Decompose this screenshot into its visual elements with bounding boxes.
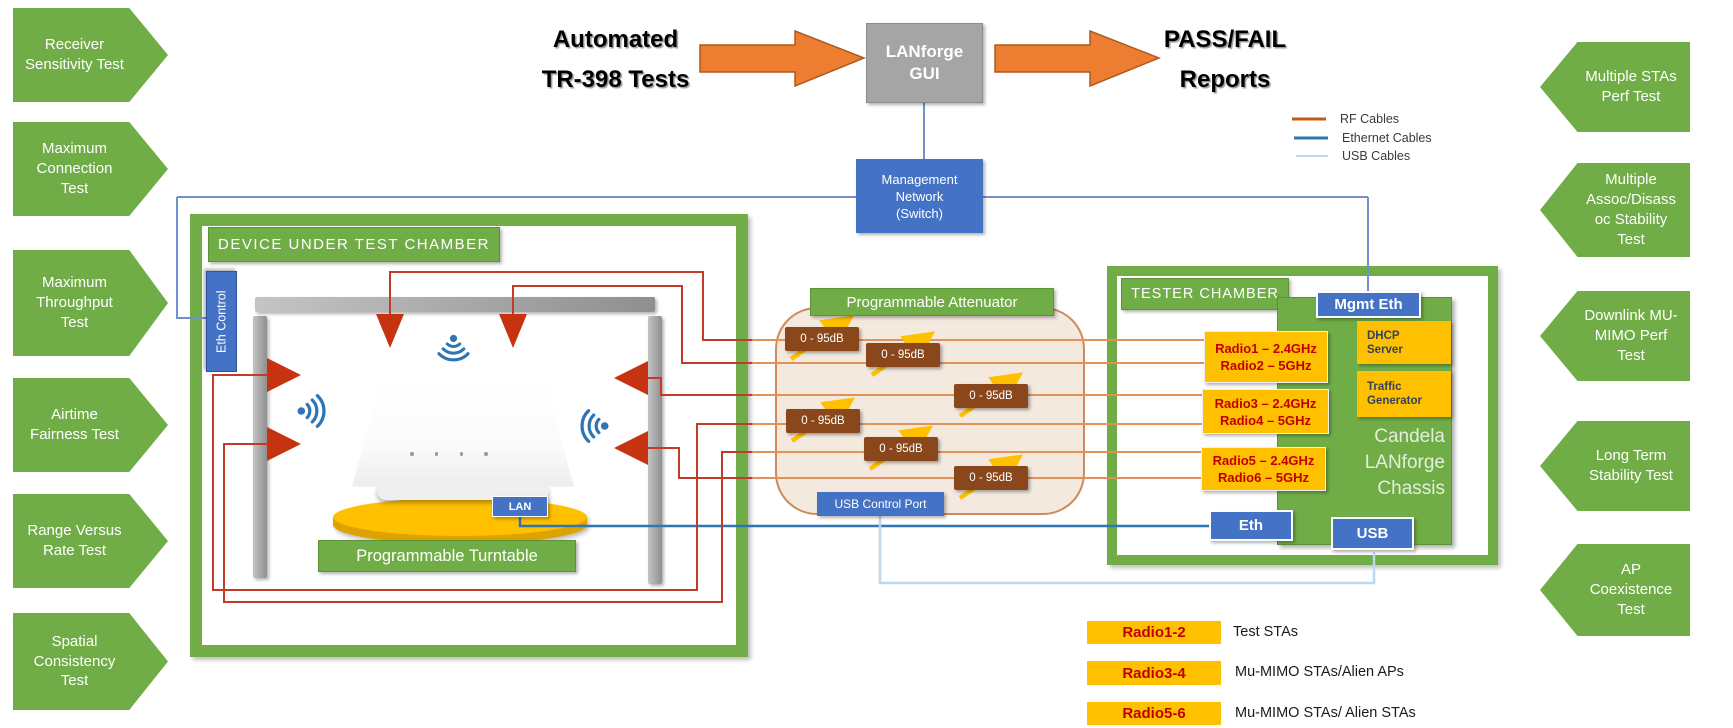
radio-1-2-box: Radio1 – 2.4GHz Radio2 – 5GHz bbox=[1204, 331, 1328, 383]
wifi-signal-icon-right bbox=[574, 402, 612, 445]
test-arrow-airtime-fairness: Airtime Fairness Test bbox=[13, 378, 168, 472]
test-arrow-multiple-stas-perf: Multiple STAs Perf Test bbox=[1540, 42, 1690, 132]
ap-status-leds bbox=[410, 452, 488, 456]
lan-port-label: LAN bbox=[492, 496, 548, 517]
test-arrow-assoc-disassoc-stability: Multiple Assoc/Disassoc Stability Test bbox=[1540, 163, 1690, 257]
test-arrow-long-term-stability: Long Term Stability Test bbox=[1540, 421, 1690, 511]
lanforge-gui-box: LANforge GUI bbox=[866, 23, 983, 103]
attenuator-0-95db-1: 0 - 95dB bbox=[785, 327, 859, 351]
attenuator-0-95db-4: 0 - 95dB bbox=[786, 409, 860, 433]
programmable-turntable-label: Programmable Turntable bbox=[318, 540, 576, 572]
radio-legend-5-6-box: Radio5-6 bbox=[1087, 702, 1221, 725]
dut-chamber-label: DEVICE UNDER TEST CHAMBER bbox=[208, 227, 500, 262]
test-arrow-range-versus-rate: Range Versus Rate Test bbox=[13, 494, 168, 588]
turntable-disc bbox=[333, 498, 587, 544]
automated-tests-title: Automated TR-398 Tests bbox=[541, 26, 690, 93]
legend-lines bbox=[1292, 117, 1328, 157]
traffic-generator-box: Traffic Generator bbox=[1357, 371, 1451, 417]
legend-rf-cables: RF Cables bbox=[1340, 112, 1400, 126]
test-arrow-maximum-throughput: Maximum Throughput Test bbox=[13, 250, 168, 356]
test-arrow-receiver-sensitivity: Receiver Sensitivity Test bbox=[13, 8, 168, 102]
eth-control-label: Eth Control bbox=[206, 271, 237, 372]
legend-ethernet-cables: Ethernet Cables bbox=[1342, 131, 1432, 145]
radio-legend-3-4-box: Radio3-4 bbox=[1087, 661, 1221, 685]
radio-legend-1-2-box: Radio1-2 bbox=[1087, 621, 1221, 644]
usb-port-box: USB bbox=[1331, 517, 1414, 550]
dhcp-server-box: DHCP Server bbox=[1357, 321, 1451, 364]
radio-legend-5-6-label: Mu-MIMO STAs/ Alien STAs bbox=[1235, 705, 1416, 721]
mgmt-eth-port: Mgmt Eth bbox=[1316, 291, 1421, 318]
radio-legend-3-4-label: Mu-MIMO STAs/Alien APs bbox=[1235, 664, 1404, 680]
ap-device bbox=[352, 379, 574, 487]
pass-fail-reports-title: PASS/FAIL Reports bbox=[1163, 26, 1287, 93]
tester-chamber-label: TESTER CHAMBER bbox=[1121, 278, 1289, 310]
gantry-bar bbox=[255, 297, 655, 312]
test-arrow-ap-coexistence: AP Coexistence Test bbox=[1540, 544, 1690, 636]
usb-control-port-label: USB Control Port bbox=[817, 492, 944, 516]
candela-chassis-title: Candela LANforge Chassis bbox=[1364, 426, 1445, 499]
attenuator-0-95db-5: 0 - 95dB bbox=[864, 437, 938, 461]
right-antenna-post bbox=[648, 316, 662, 584]
radio-5-6-box: Radio5 – 2.4GHz Radio6 – 5GHz bbox=[1201, 447, 1326, 491]
attenuator-0-95db-3: 0 - 95dB bbox=[954, 384, 1028, 408]
programmable-attenuator-label: Programmable Attenuator bbox=[810, 288, 1054, 316]
legend-usb-cables: USB Cables bbox=[1342, 149, 1411, 163]
eth-port-box: Eth bbox=[1209, 510, 1293, 541]
wifi-signal-icon-top bbox=[431, 332, 472, 368]
management-network-switch-box: Management Network (Switch) bbox=[856, 159, 983, 233]
test-arrow-maximum-connection: Maximum Connection Test bbox=[13, 122, 168, 216]
attenuator-0-95db-2: 0 - 95dB bbox=[866, 343, 940, 367]
radio-3-4-box: Radio3 – 2.4GHz Radio4 – 5GHz bbox=[1202, 389, 1329, 434]
left-antenna-post bbox=[253, 316, 267, 578]
test-arrow-downlink-mumimo-perf: Downlink MU-MIMO Perf Test bbox=[1540, 291, 1690, 381]
wifi-signal-icon-left bbox=[294, 392, 332, 435]
attenuator-0-95db-6: 0 - 95dB bbox=[954, 466, 1028, 490]
radio-legend-1-2-label: Test STAs bbox=[1233, 624, 1298, 640]
test-arrow-spatial-consistency: Spatial Consistency Test bbox=[13, 613, 168, 710]
